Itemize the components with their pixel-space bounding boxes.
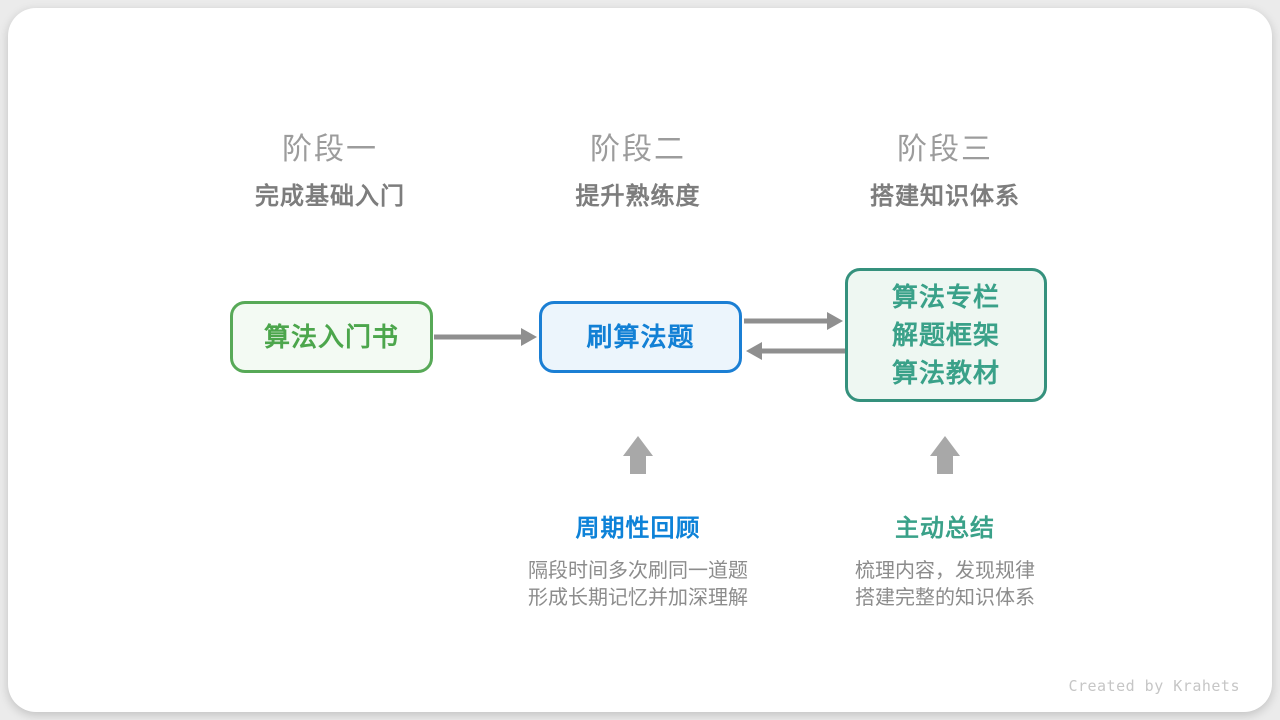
annotation-periodic-review-label: 周期性回顾 [575, 515, 701, 542]
annotation-active-summary-label: 主动总结 [895, 515, 995, 542]
annotation-periodic-review-desc-line-1: 隔段时间多次刷同一道题 [528, 560, 748, 582]
annotation-active-summary-desc-line-2: 搭建完整的知识体系 [855, 587, 1035, 609]
box-knowledge-resources-line-2: 解题框架 [891, 320, 1000, 350]
stage-3-title: 阶段三 [897, 133, 993, 166]
box-solve-algorithm-problems-label: 刷算法题 [586, 322, 695, 352]
annotation-periodic-review-desc: 隔段时间多次刷同一道题 形成长期记忆并加深理解 [468, 558, 808, 612]
annotation-active-summary-desc: 梳理内容，发现规律 搭建完整的知识体系 [775, 558, 1115, 612]
stage-2-subtitle: 提升熟练度 [575, 183, 701, 210]
box-algorithm-intro-book: 算法入门书 [230, 301, 433, 373]
box-knowledge-resources-line-3: 算法教材 [891, 358, 1000, 388]
stage-2-title: 阶段二 [590, 133, 686, 166]
credit-text: Created by Krahets [1068, 677, 1240, 695]
box-solve-algorithm-problems: 刷算法题 [539, 301, 742, 373]
box-knowledge-resources: 算法专栏 解题框架 算法教材 [845, 268, 1047, 402]
stage-1-title: 阶段一 [282, 133, 378, 166]
box-algorithm-intro-book-label: 算法入门书 [263, 322, 399, 352]
box-knowledge-resources-line-1: 算法专栏 [891, 282, 1000, 312]
stage-3-subtitle: 搭建知识体系 [870, 183, 1020, 210]
stage-1-subtitle: 完成基础入门 [255, 183, 405, 210]
annotation-active-summary-desc-line-1: 梳理内容，发现规律 [855, 560, 1035, 582]
annotation-periodic-review-desc-line-2: 形成长期记忆并加深理解 [528, 587, 748, 609]
